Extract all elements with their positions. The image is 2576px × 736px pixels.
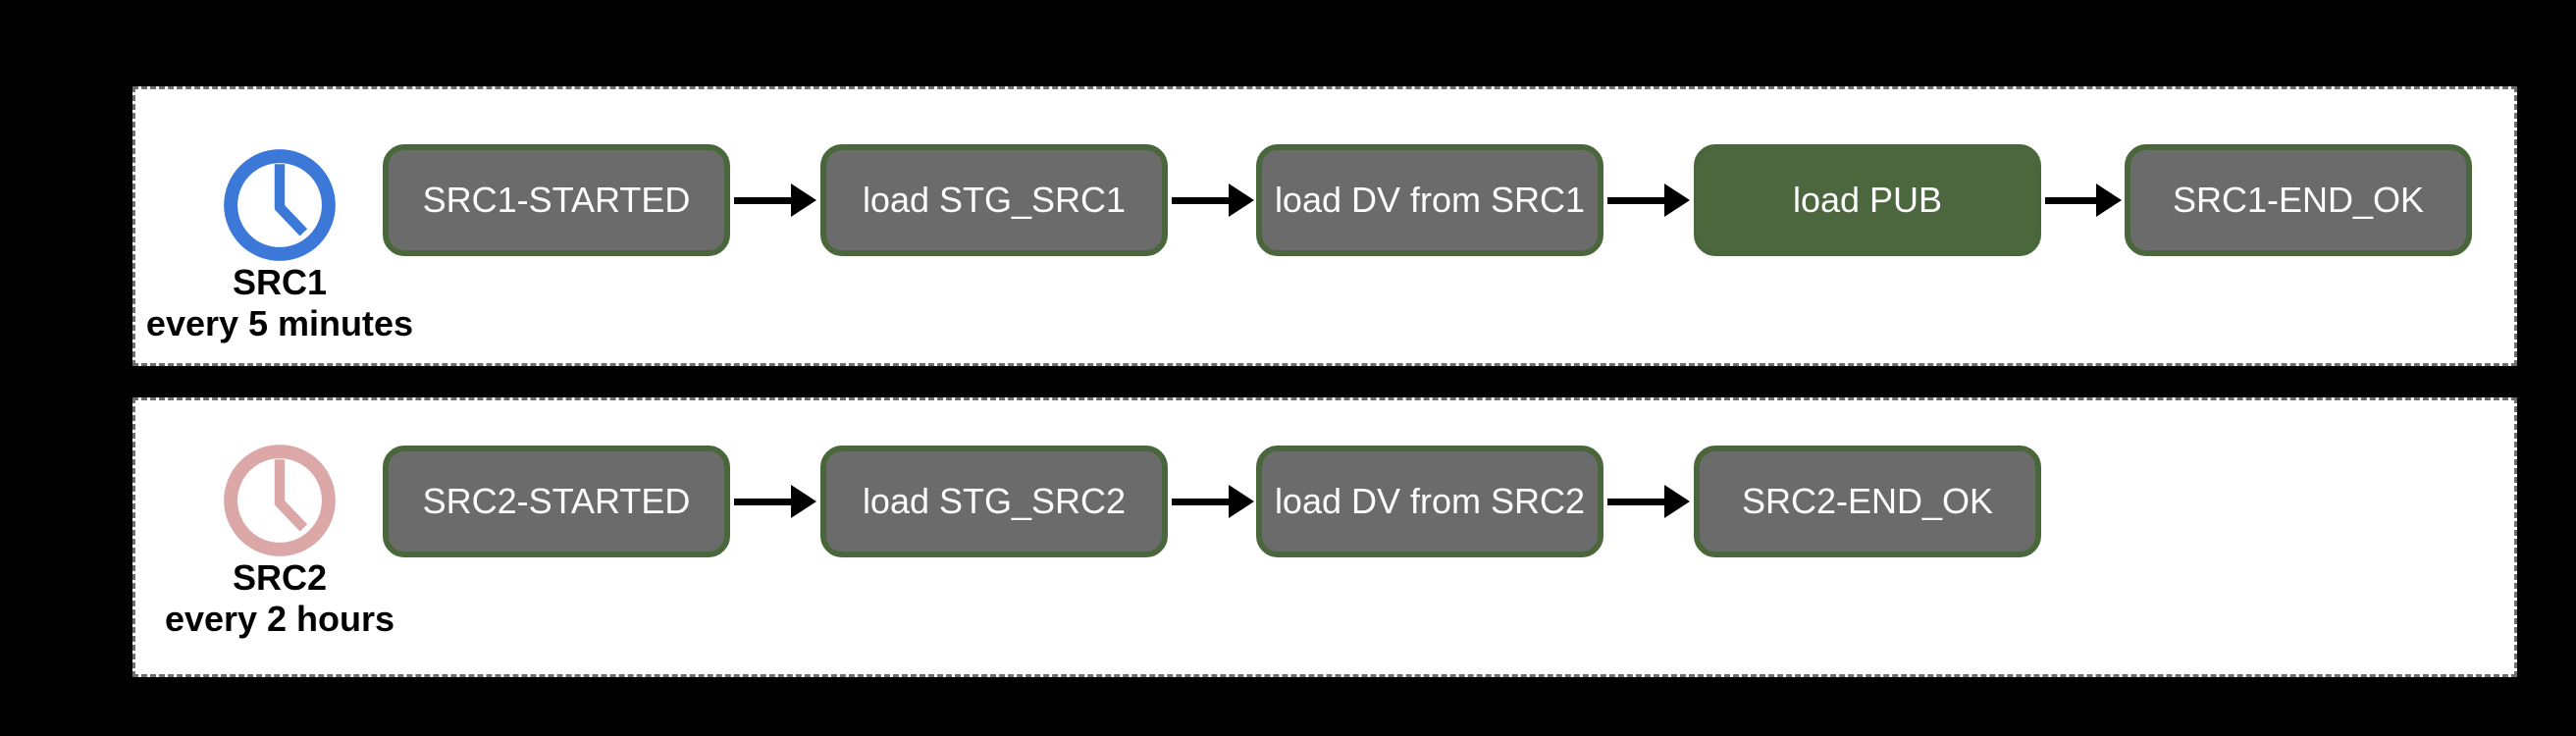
task-node-load-dv-from-src2: load DV from SRC2 [1256,446,1603,557]
schedule-interval: every 5 minutes [145,303,414,343]
task-node-label: load STG_SRC2 [862,481,1127,521]
pipeline-panel-src2: SRC2 every 2 hours SRC2-STARTED load STG… [132,397,2517,677]
arrow-icon [2045,184,2122,217]
clock-icon [224,149,336,261]
task-node-label: load STG_SRC1 [862,180,1127,220]
task-node-load-stg-src2: load STG_SRC2 [820,446,1168,557]
pipeline-panel-src1: SRC1 every 5 minutes SRC1-STARTED load S… [132,86,2517,366]
task-node-label: load PUB [1792,180,1943,220]
task-node-label: SRC1-STARTED [422,180,691,220]
task-node-src1-started: SRC1-STARTED [383,144,730,256]
task-node-label: SRC2-STARTED [422,481,691,521]
arrow-icon [1607,184,1690,217]
schedule-label: SRC2 every 2 hours [132,557,427,640]
arrow-icon [734,485,816,518]
task-node-label: SRC1-END_OK [2172,180,2425,220]
task-node-label: load DV from SRC2 [1274,481,1586,521]
clock-icon [224,445,336,556]
schedule-label: SRC1 every 5 minutes [132,262,427,344]
arrow-icon [1172,485,1254,518]
arrow-icon [1172,184,1254,217]
task-node-load-dv-from-src1: load DV from SRC1 [1256,144,1603,256]
arrow-icon [734,184,816,217]
task-node-label: SRC2-END_OK [1741,481,1994,521]
task-node-load-pub: load PUB [1694,144,2041,256]
schedule-interval: every 2 hours [164,599,395,639]
task-node-label: load DV from SRC1 [1274,180,1586,220]
schedule-name: SRC1 [232,262,328,302]
task-node-src2-started: SRC2-STARTED [383,446,730,557]
schedule-name: SRC2 [232,557,328,598]
task-node-load-stg-src1: load STG_SRC1 [820,144,1168,256]
task-node-src2-end-ok: SRC2-END_OK [1694,446,2041,557]
arrow-icon [1607,485,1690,518]
task-node-src1-end-ok: SRC1-END_OK [2125,144,2472,256]
